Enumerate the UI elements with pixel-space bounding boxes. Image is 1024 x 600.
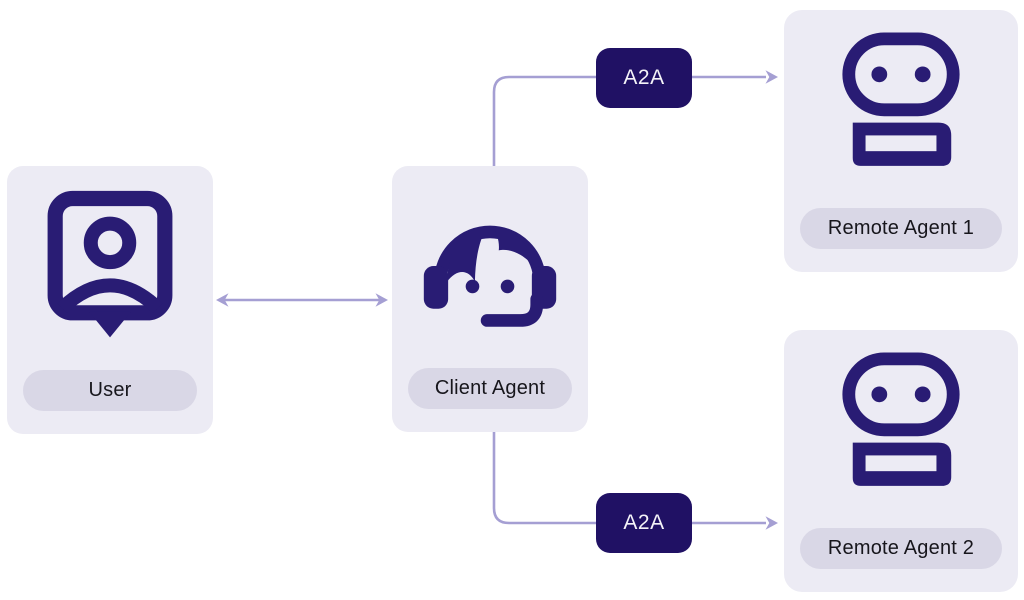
node-label-pill: Client Agent [408, 368, 572, 409]
arrowhead-right-icon [375, 293, 388, 307]
node-remote-agent-1: Remote Agent 1 [784, 10, 1018, 272]
node-label-pill: Remote Agent 2 [800, 528, 1002, 569]
edge-label-a2a-top: A2A [596, 48, 692, 108]
arrowhead-remote1-icon [765, 70, 778, 84]
node-label: Remote Agent 1 [827, 217, 975, 239]
edge-client-remote2-line [492, 432, 766, 525]
node-label-pill: User [23, 370, 197, 411]
node-client-agent: Client Agent [392, 166, 588, 432]
robot-icon [842, 352, 960, 486]
node-label: Remote Agent 2 [827, 537, 975, 559]
user-pin-icon [47, 190, 173, 338]
edge-label-a2a-bottom: A2A [596, 493, 692, 553]
node-remote-agent-2: Remote Agent 2 [784, 330, 1018, 592]
node-label-pill: Remote Agent 1 [800, 208, 1002, 249]
headset-agent-icon [423, 225, 557, 327]
node-label: Client Agent [434, 377, 546, 399]
arrowhead-remote2-icon [765, 516, 778, 530]
robot-icon [842, 32, 960, 166]
arrowhead-left-icon [216, 293, 229, 307]
node-label: User [88, 379, 132, 401]
node-user: User [7, 166, 213, 434]
edge-client-remote1-line [492, 75, 766, 166]
